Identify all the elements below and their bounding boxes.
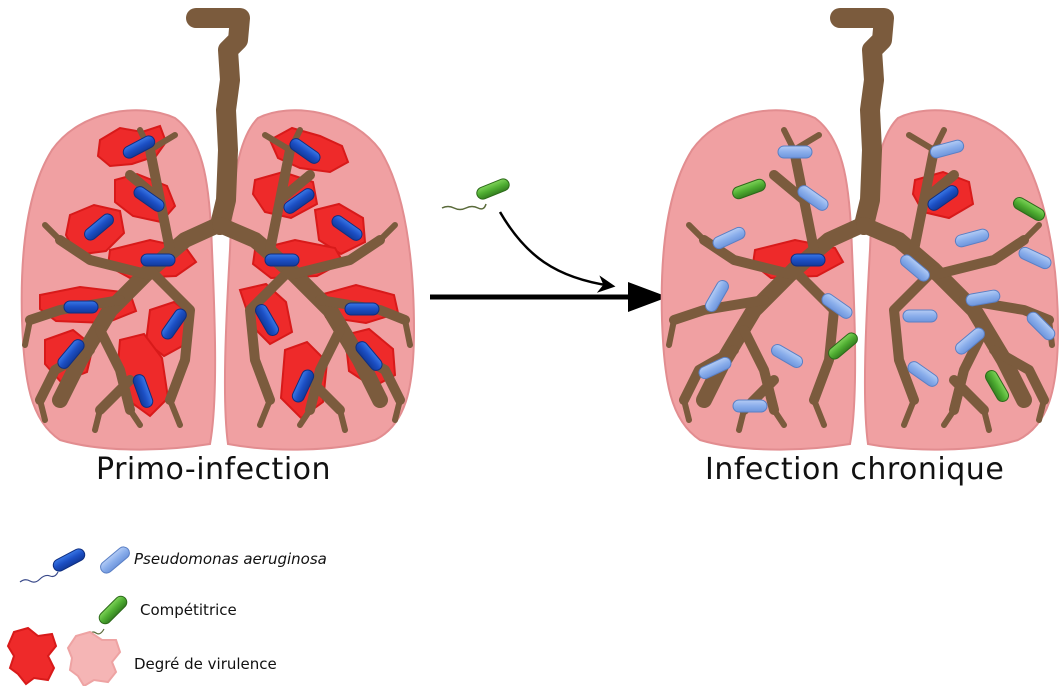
bacterium (345, 303, 379, 315)
bacterium (791, 254, 825, 266)
bacterium (64, 301, 98, 313)
bacterium (778, 146, 812, 158)
lungs-primo-infection (22, 18, 414, 450)
bacterium (733, 400, 767, 412)
bacterium (265, 254, 299, 266)
legend (8, 544, 132, 686)
pseudomonas-icon (20, 544, 132, 582)
caption-primo-infection: Primo-infection (96, 452, 331, 487)
caption-infection-chronique: Infection chronique (705, 452, 1004, 487)
curved-arrow (500, 212, 612, 286)
legend-label-virulence: Degré de virulence (134, 655, 277, 673)
legend-label-pseudomonas: Pseudomonas aeruginosa (134, 550, 327, 568)
lungs-chronic-infection (662, 18, 1058, 450)
bacterium (903, 310, 937, 322)
bacterium (141, 254, 175, 266)
main-arrow (430, 282, 668, 312)
competitor-bacterium (475, 177, 511, 201)
legend-label-competitrice: Compétitrice (140, 601, 237, 619)
incoming-competitor (442, 177, 612, 286)
virulence-icon (8, 628, 120, 686)
